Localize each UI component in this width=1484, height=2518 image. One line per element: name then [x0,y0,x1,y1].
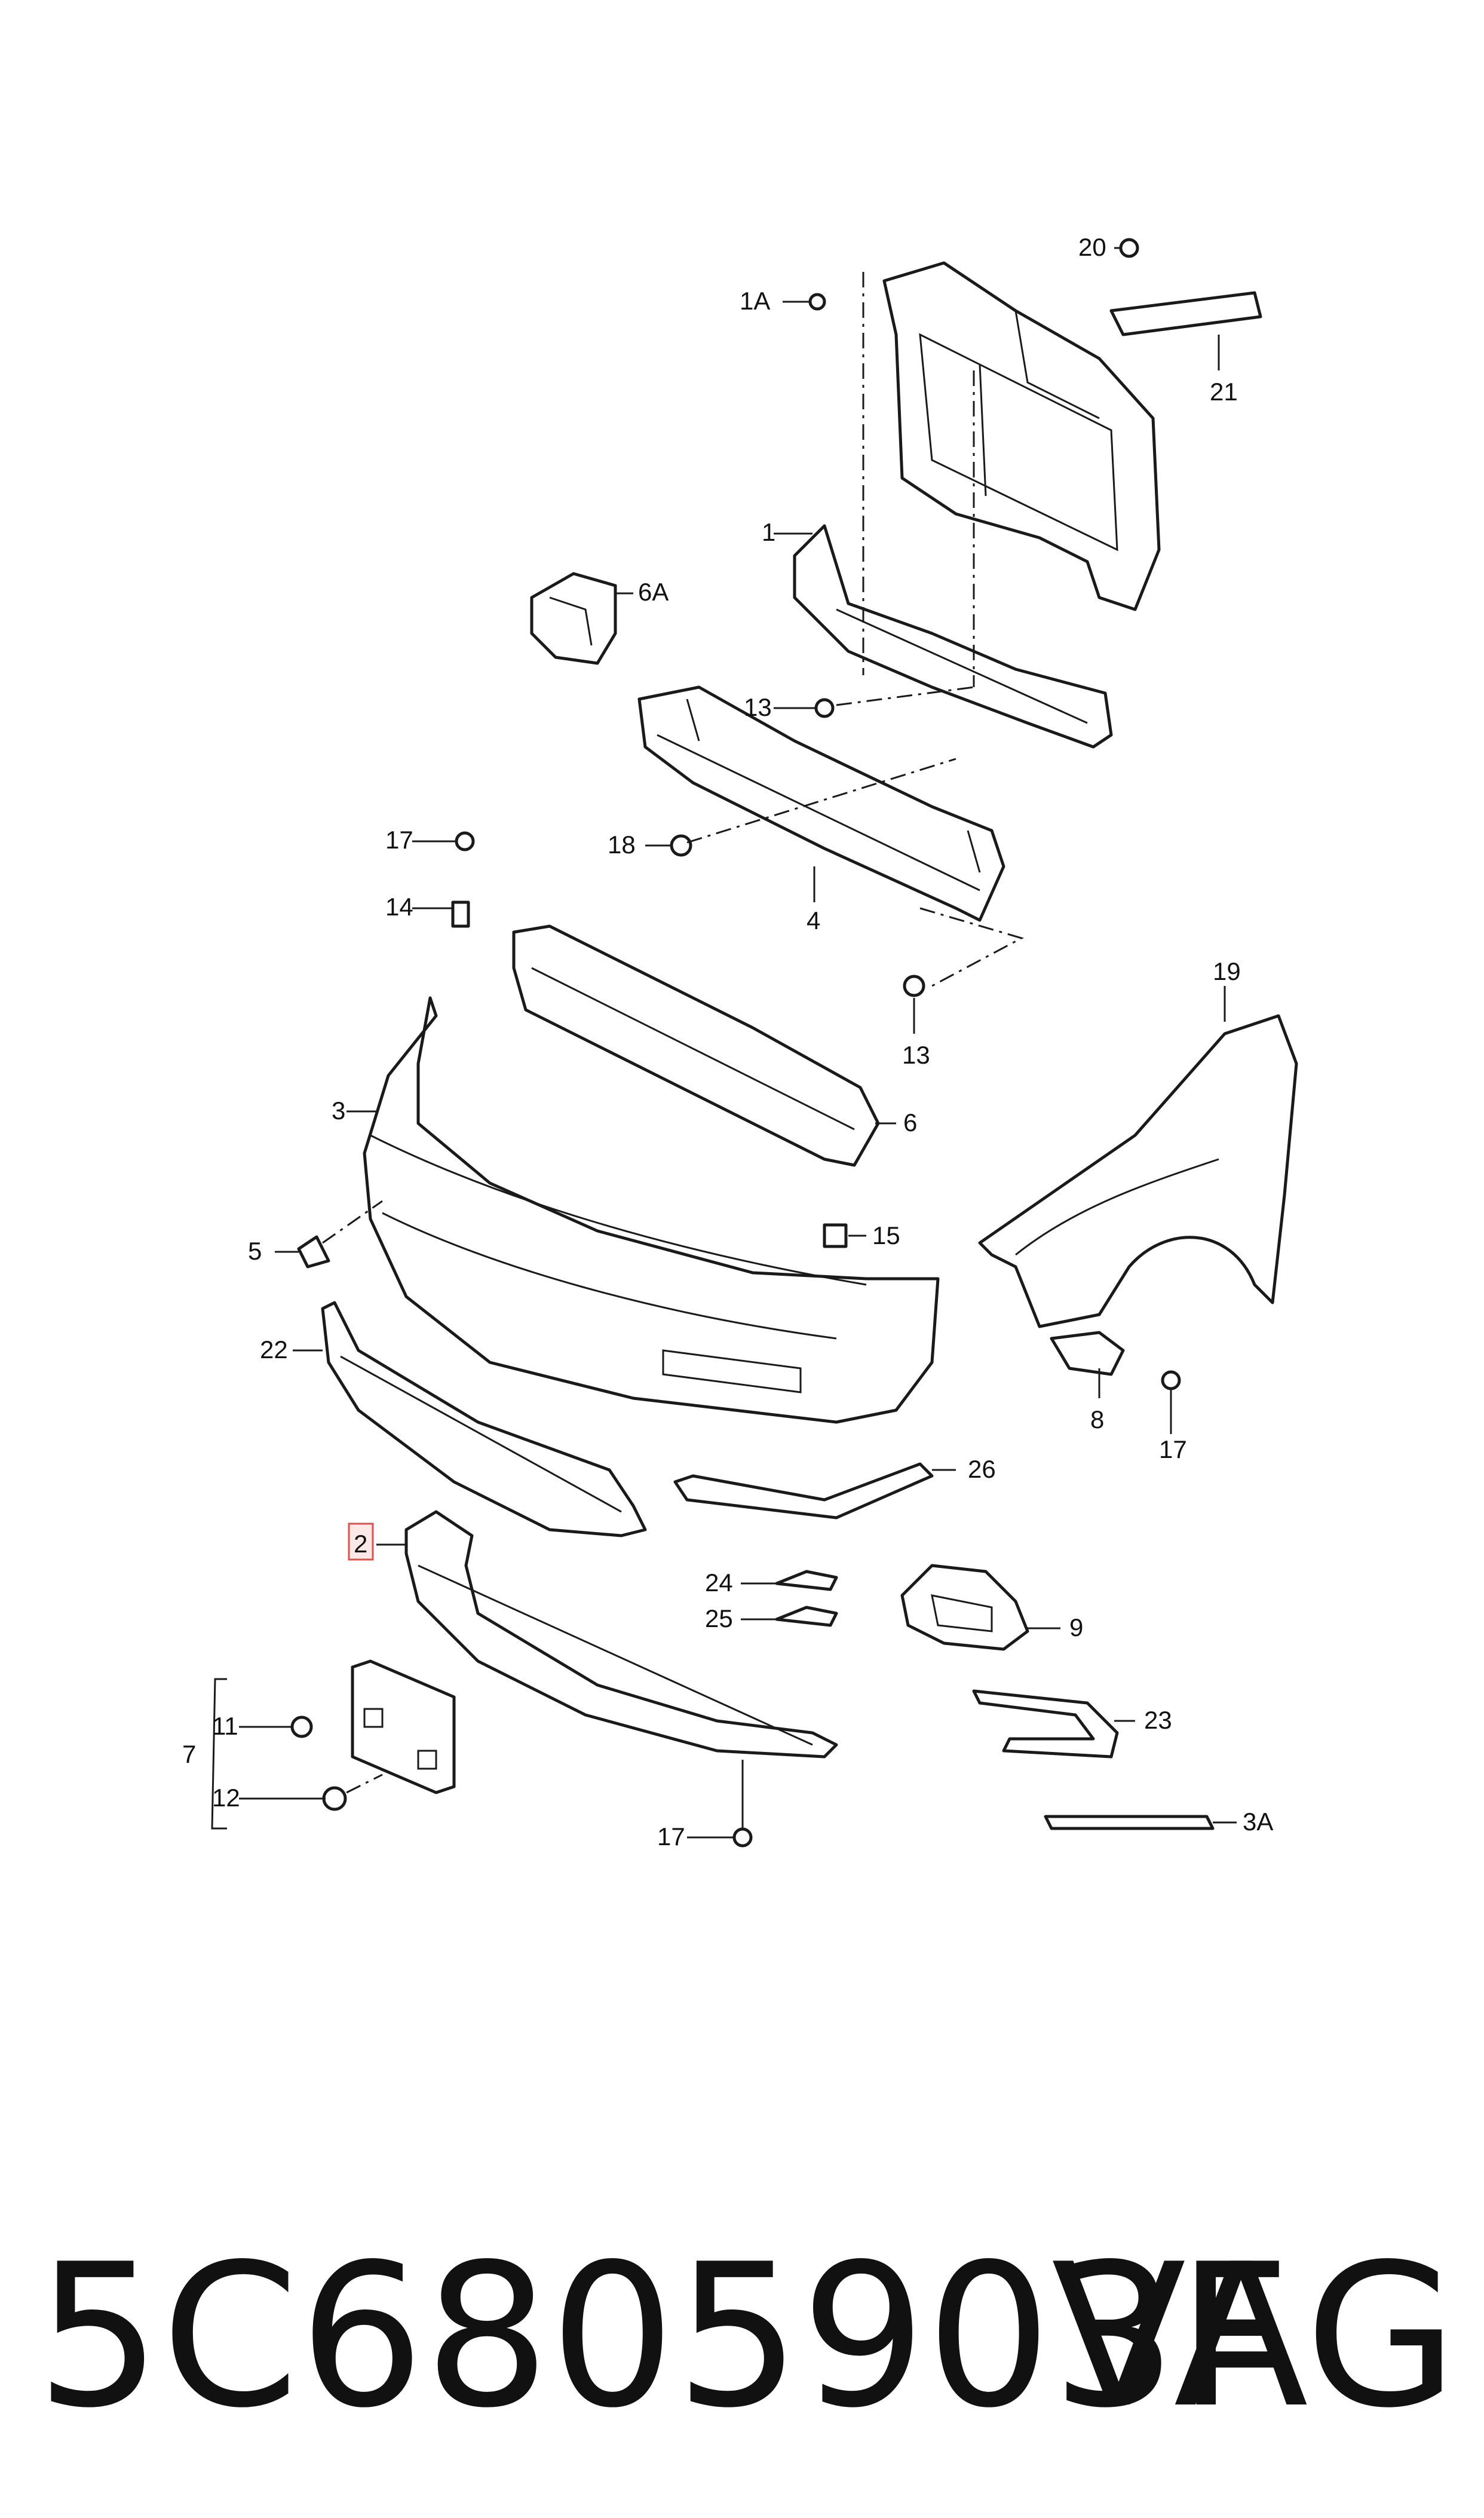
leader-lines [211,247,1237,1839]
callout-24: 24 [705,1569,733,1597]
callout-17-bottom: 17 [657,1822,685,1851]
part-cover-24 [775,1570,838,1591]
callout-20: 20 [1078,233,1106,261]
part-lower-spoiler [404,1510,838,1759]
brand-name: VAG [1051,2222,1458,2451]
part-fog-frame [900,1564,1029,1651]
callout-4: 4 [807,906,820,935]
callout-13-top: 13 [744,693,772,721]
part-bumper-beam [637,685,1005,922]
part-cover-25 [775,1606,838,1627]
part-lock-carrier [882,261,1161,611]
part-number: 5C6805903F [36,2222,1290,2451]
callout-3: 3 [332,1096,345,1125]
hardware-screws [290,238,1262,1848]
callout-8: 8 [1090,1405,1104,1433]
callout-3a: 3A [1243,1808,1273,1836]
part-license-bracket [351,1659,456,1794]
callout-13-bottom: 13 [902,1041,930,1069]
assembly-lines [322,272,1024,1794]
callout-6a: 6A [638,578,669,606]
part-fender [978,1014,1298,1328]
callout-22: 22 [260,1335,288,1364]
callout-1: 1 [762,518,775,546]
callout-7: 7 [182,1740,196,1768]
callout-14: 14 [385,893,413,921]
part-trim-23 [972,1689,1119,1759]
callout-17-right: 17 [1159,1435,1187,1463]
callout-9: 9 [1069,1613,1083,1641]
part-energy-absorber [512,924,880,1167]
part-lower-grille [321,1301,647,1537]
callout-26: 26 [968,1455,996,1483]
callout-18: 18 [608,831,636,859]
callout-11: 11 [212,1712,238,1740]
callout-17-upper: 17 [385,826,413,854]
part-trim-3a [1044,1815,1215,1830]
part-number-footer: 5C6805903F VAG [36,2211,1458,2462]
callout-6: 6 [903,1108,917,1137]
callout-2-highlight [348,1523,374,1561]
part-bracket-6a [530,572,617,665]
callout-21: 21 [1210,378,1238,406]
part-carrier-lower-bracket [793,524,1113,749]
callout-5: 5 [248,1237,262,1265]
callout-12: 12 [212,1784,240,1812]
callout-25: 25 [705,1604,733,1632]
part-trim-strip [673,1462,934,1520]
callout-1a: 1A [740,287,770,315]
part-bumper-cover [363,996,940,1424]
callout-15: 15 [872,1221,900,1249]
part-fender-bracket [1050,1331,1125,1376]
callout-19: 19 [1213,957,1241,985]
callout-2: 2 [354,1530,367,1558]
callout-labels: 1 1A 20 21 6A 13 18 4 13 17 14 3 6 15 5 … [182,233,1273,1851]
callout-23: 23 [1144,1706,1172,1734]
